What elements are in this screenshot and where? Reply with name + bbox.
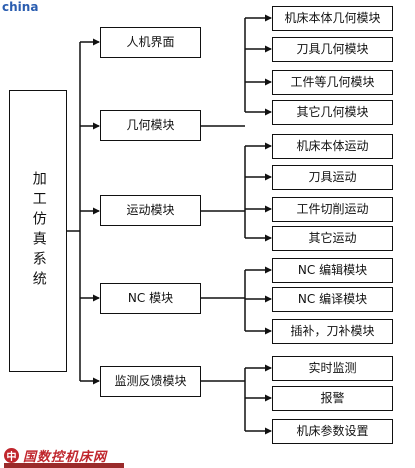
motion-sub-tool: 刀具运动	[272, 165, 393, 190]
motion-sub-machine-body: 机床本体运动	[272, 134, 393, 159]
module-hmi: 人机界面	[100, 27, 201, 58]
motion-sub-other: 其它运动	[272, 226, 393, 251]
geometry-sub-workpiece: 工件等几何模块	[272, 70, 393, 95]
logo-mark-icon: 中	[4, 448, 19, 463]
nc-sub-edit: NC 编辑模块	[272, 258, 393, 283]
module-geometry: 几何模块	[100, 110, 201, 141]
root-node: 加工仿真系统	[9, 90, 67, 372]
site-logo: 中 国数控机床网	[4, 446, 107, 465]
watermark-text: china	[2, 0, 39, 14]
monitor-sub-realtime: 实时监测	[272, 356, 393, 381]
geometry-sub-machine-body: 机床本体几何模块	[272, 6, 393, 31]
footer-bar	[4, 463, 124, 468]
geometry-sub-tool: 刀具几何模块	[272, 37, 393, 62]
module-nc: NC 模块	[100, 283, 201, 314]
monitor-sub-alarm: 报警	[272, 386, 393, 411]
module-motion: 运动模块	[100, 195, 201, 226]
geometry-sub-other: 其它几何模块	[272, 100, 393, 125]
monitor-sub-params: 机床参数设置	[272, 419, 393, 444]
logo-text: 国数控机床网	[23, 450, 108, 465]
module-monitor-feedback: 监测反馈模块	[100, 366, 201, 397]
nc-sub-interpolation: 插补，刀补模块	[272, 319, 393, 344]
motion-sub-cutting: 工件切削运动	[272, 197, 393, 222]
nc-sub-compile: NC 编译模块	[272, 287, 393, 312]
